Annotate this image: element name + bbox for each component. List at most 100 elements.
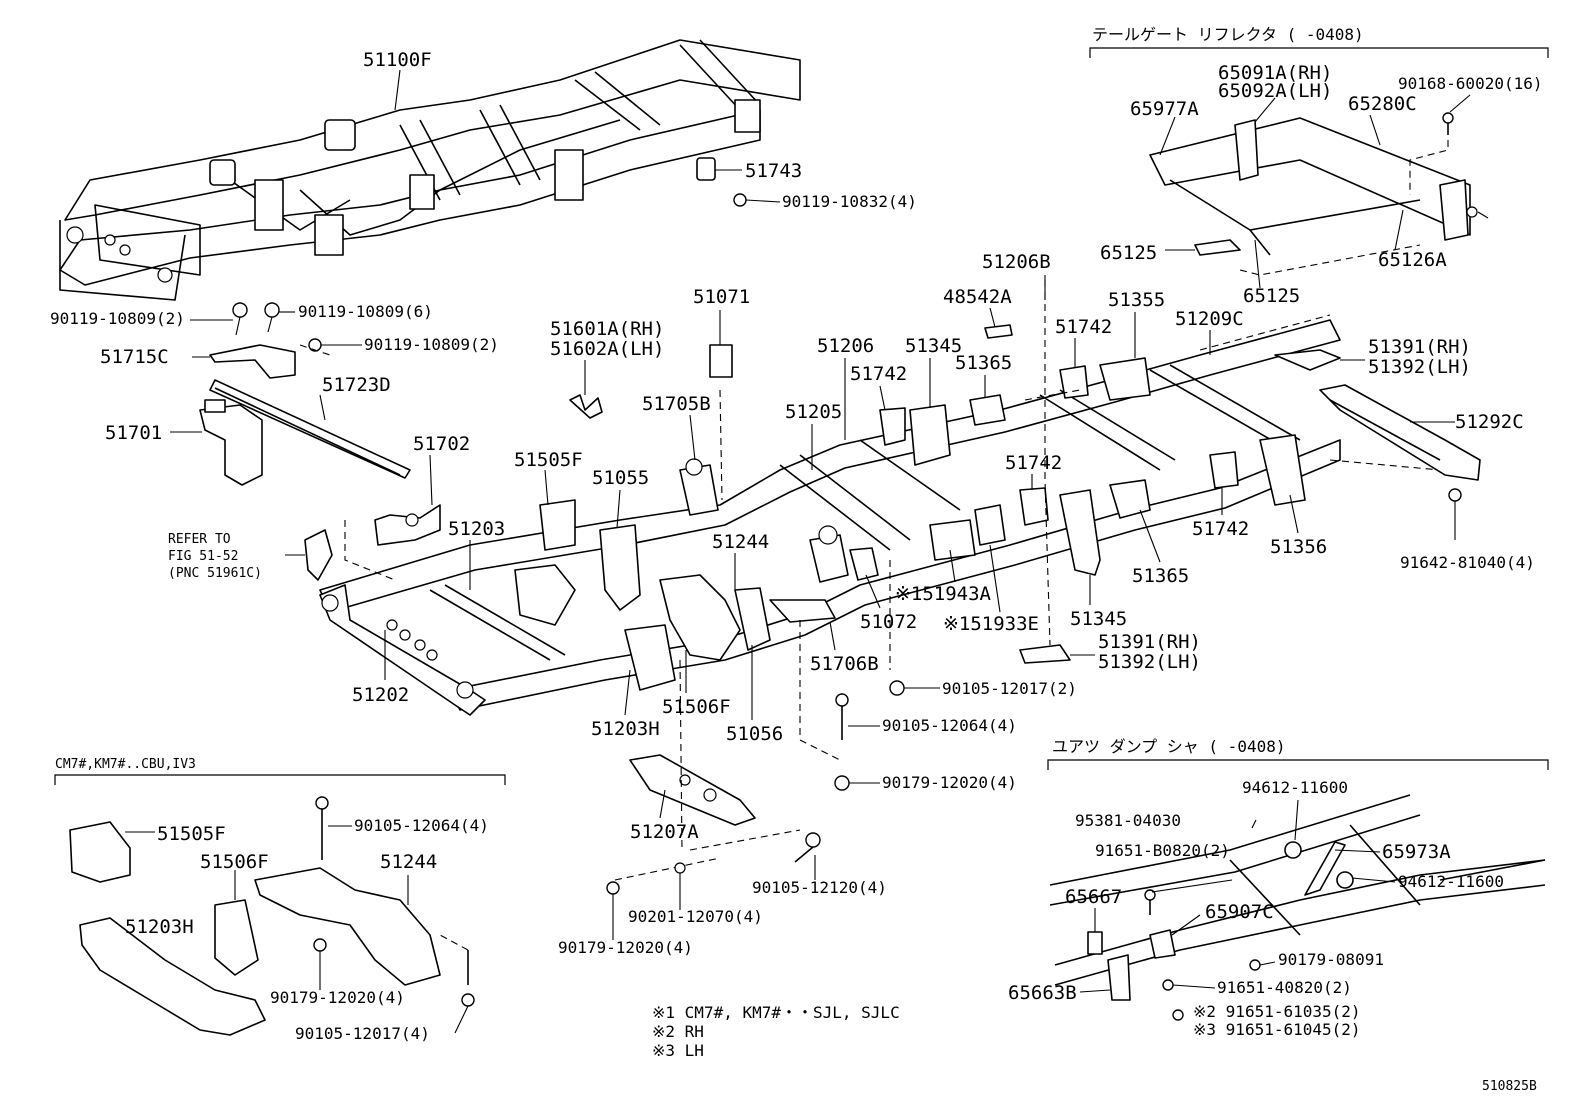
shock-bracket-line — [1047, 759, 1549, 770]
label-51356: 51356 — [1270, 536, 1327, 558]
label-51365b: 51365 — [1132, 565, 1189, 587]
label-51206B: 51206B — [982, 251, 1051, 273]
label-65907C: 65907C — [1205, 901, 1274, 923]
refer-bracket-drawing — [304, 529, 333, 581]
label-94612-11600a: 94612-11600 — [1242, 778, 1348, 797]
label-51742b: 51742 — [850, 363, 907, 385]
label-51705B: 51705B — [642, 393, 711, 415]
label-51392b: 51392(LH) — [1098, 651, 1201, 673]
tailgate-frame-drawing — [1149, 94, 1489, 289]
variant-label-90105-12017: 90105-12017(4) — [295, 1024, 430, 1043]
label-51742c: 51742 — [1005, 452, 1062, 474]
label-51206: 51206 — [817, 335, 874, 357]
label-65977A: 65977A — [1130, 98, 1199, 120]
label-51056: 51056 — [726, 723, 783, 745]
label-51602A: 51602A(LH) — [550, 338, 664, 360]
label-51706B: 51706B — [810, 653, 879, 675]
label-91651-61035: ※2 91651-61035(2) — [1193, 1002, 1361, 1021]
part-51292C-drawing — [1319, 384, 1481, 481]
variant-label-51505F: 51505F — [157, 823, 226, 845]
refer-to-line3: (PNC 51961C) — [168, 566, 262, 581]
label-51365a: 51365 — [955, 352, 1012, 374]
label-48542A: 48542A — [943, 286, 1012, 308]
label-51203H: 51203H — [591, 718, 660, 740]
label-51202: 51202 — [352, 684, 409, 706]
label-51203: 51203 — [448, 518, 505, 540]
part-51391-low-drawing — [1019, 644, 1071, 664]
part-51601A-drawing — [569, 394, 603, 419]
label-95381-04030: 95381-04030 — [1075, 811, 1181, 830]
part-51702-drawing — [374, 454, 441, 546]
variant-bracket-line — [54, 774, 506, 785]
label-90119-10832: 90119-10832(4) — [782, 192, 917, 211]
label-51205: 51205 — [785, 401, 842, 423]
label-90105-12120: 90105-12120(4) — [752, 878, 887, 897]
bolts-90119-10809-drawing — [190, 302, 362, 356]
label-51292C: 51292C — [1455, 411, 1524, 433]
part-51723D-drawing — [209, 379, 411, 479]
shock-frame-drawing — [1049, 794, 1546, 1021]
label-51933E: ※151933E — [943, 613, 1039, 635]
label-90201-12070: 90201-12070(4) — [628, 907, 763, 926]
label-51742a: 51742 — [1055, 316, 1112, 338]
bolt-91642-drawing — [1448, 488, 1462, 502]
label-51244: 51244 — [712, 531, 769, 553]
label-65092A: 65092A(LH) — [1218, 80, 1332, 102]
label-90119-10809-2b: 90119-10809(2) — [364, 335, 499, 354]
variant-label-90179-12020: 90179-12020(4) — [270, 988, 405, 1007]
part-51715C-drawing — [209, 344, 296, 379]
label-51055: 51055 — [592, 467, 649, 489]
label-51392a: 51392(LH) — [1368, 356, 1471, 378]
label-51701: 51701 — [105, 422, 162, 444]
center-fasteners-drawing — [606, 680, 940, 940]
label-51345b: 51345 — [1070, 608, 1127, 630]
label-91651-61045: ※3 91651-61045(2) — [1193, 1020, 1361, 1039]
label-51391a: 51391(RH) — [1368, 336, 1471, 358]
label-51742d: 51742 — [1192, 518, 1249, 540]
label-65125b: 65125 — [1243, 285, 1300, 307]
label-51506F: 51506F — [662, 696, 731, 718]
label-65973A: 65973A — [1382, 841, 1451, 863]
variant-label-51506F: 51506F — [200, 851, 269, 873]
label-51601A: 51601A(RH) — [550, 318, 664, 340]
label-51071: 51071 — [693, 286, 750, 308]
shock-section-heading: ユアツ ダンプ シャ ( -0408) — [1052, 737, 1285, 756]
label-51702: 51702 — [413, 433, 470, 455]
label-90105-12064-4a: 90105-12064(4) — [882, 716, 1017, 735]
label-51345a: 51345 — [905, 335, 962, 357]
variant-label-90105-12064: 90105-12064(4) — [354, 816, 489, 835]
label-65091A: 65091A(RH) — [1218, 62, 1332, 84]
label-90179-12020-4a: 90179-12020(4) — [882, 773, 1017, 792]
label-90119-10809-2a: 90119-10809(2) — [50, 309, 185, 328]
label-51723D: 51723D — [322, 374, 391, 396]
label-51505F: 51505F — [514, 449, 583, 471]
label-51715C: 51715C — [100, 346, 169, 368]
label-91651-40820: 91651-40820(2) — [1217, 978, 1352, 997]
label-65125a: 65125 — [1100, 242, 1157, 264]
label-51209C: 51209C — [1175, 308, 1244, 330]
main-frame-drawing — [319, 280, 1441, 881]
variant-parts-drawing — [69, 796, 475, 1036]
label-90119-10809-6: 90119-10809(6) — [298, 302, 433, 321]
label-65667: 65667 — [1065, 886, 1122, 908]
label-51391b: 51391(RH) — [1098, 631, 1201, 653]
label-51355: 51355 — [1108, 289, 1165, 311]
refer-to-line2: FIG 51-52 — [168, 549, 238, 564]
variant-heading: CM7#,KM7#..CBU,IV3 — [55, 757, 196, 772]
frame-assembly-drawing — [59, 39, 801, 301]
label-90179-08091: 90179-08091 — [1278, 950, 1384, 969]
figure-code: 510825B — [1482, 1079, 1537, 1094]
label-65280C: 65280C — [1348, 93, 1417, 115]
part-51743-drawing — [696, 157, 781, 207]
label-51207A: 51207A — [630, 821, 699, 843]
label-65126A: 65126A — [1378, 249, 1447, 271]
label-51743: 51743 — [745, 160, 802, 182]
label-90168-60020: 90168-60020(16) — [1398, 74, 1543, 93]
tailgate-section-heading: テールゲート リフレクタ ( -0408) — [1092, 25, 1364, 44]
label-91642-81040: 91642-81040(4) — [1400, 553, 1535, 572]
part-51071-drawing — [709, 344, 733, 378]
footnote-2: ※2 RH — [652, 1022, 704, 1041]
label-65663B: 65663B — [1008, 982, 1077, 1004]
